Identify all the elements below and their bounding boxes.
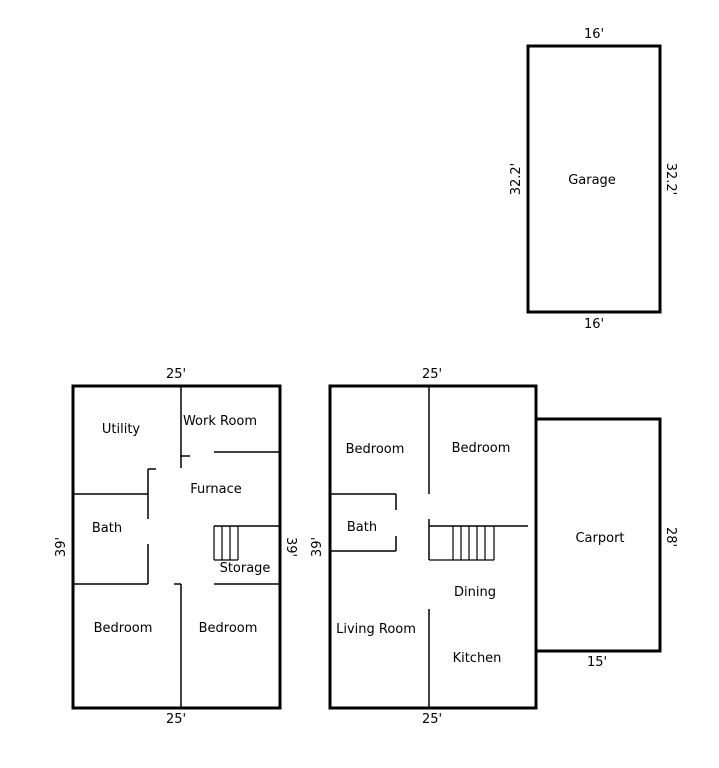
garage-dim-left: 32.2': [509, 163, 524, 196]
lower-level-plan: Utility Work Room Furnace Bath Storage B…: [54, 367, 298, 727]
garage-dim-top: 16': [584, 27, 604, 42]
lower-dim-bottom: 25': [166, 712, 186, 727]
main-bath-label: Bath: [347, 520, 377, 535]
garage-outline: [526, 44, 662, 314]
main-dim-top: 25': [422, 367, 442, 382]
carport-dim-bottom: 15': [587, 655, 607, 670]
garage-label: Garage: [568, 173, 616, 188]
lower-storage-label: Storage: [220, 561, 271, 576]
lower-bedroom-left-label: Bedroom: [94, 621, 153, 636]
carport-plan: Carport 28' 15': [536, 417, 678, 670]
lower-stairs: [213, 526, 239, 561]
garage-dim-bottom: 16': [584, 317, 604, 332]
lower-work-room-label: Work Room: [183, 414, 257, 429]
lower-utility-label: Utility: [102, 422, 141, 437]
carport-label: Carport: [575, 531, 624, 546]
main-living-room-label: Living Room: [336, 622, 416, 637]
main-bedroom-left-label: Bedroom: [346, 442, 405, 457]
lower-dim-right: 39': [283, 537, 298, 557]
main-level-plan: Bedroom Bedroom Bath Dining Living Room …: [310, 367, 538, 727]
lower-furnace-label: Furnace: [190, 482, 241, 497]
main-bedroom-right-label: Bedroom: [452, 441, 511, 456]
lower-bedroom-right-label: Bedroom: [199, 621, 258, 636]
main-dim-bottom: 25': [422, 712, 442, 727]
main-dining-label: Dining: [454, 585, 496, 600]
carport-dim-right: 28': [663, 527, 678, 547]
lower-dim-top: 25': [166, 367, 186, 382]
main-stairs: [429, 526, 495, 561]
main-level-outline: [328, 384, 538, 710]
main-kitchen-label: Kitchen: [453, 651, 502, 666]
lower-dim-left: 39': [54, 537, 69, 557]
lower-level-outline: [71, 384, 282, 710]
garage-plan: Garage 16' 16' 32.2' 32.2': [509, 27, 678, 332]
garage-dim-right: 32.2': [663, 163, 678, 196]
main-dim-left: 39': [310, 537, 325, 557]
carport-outline: [536, 417, 662, 653]
lower-bath-label: Bath: [92, 521, 122, 536]
